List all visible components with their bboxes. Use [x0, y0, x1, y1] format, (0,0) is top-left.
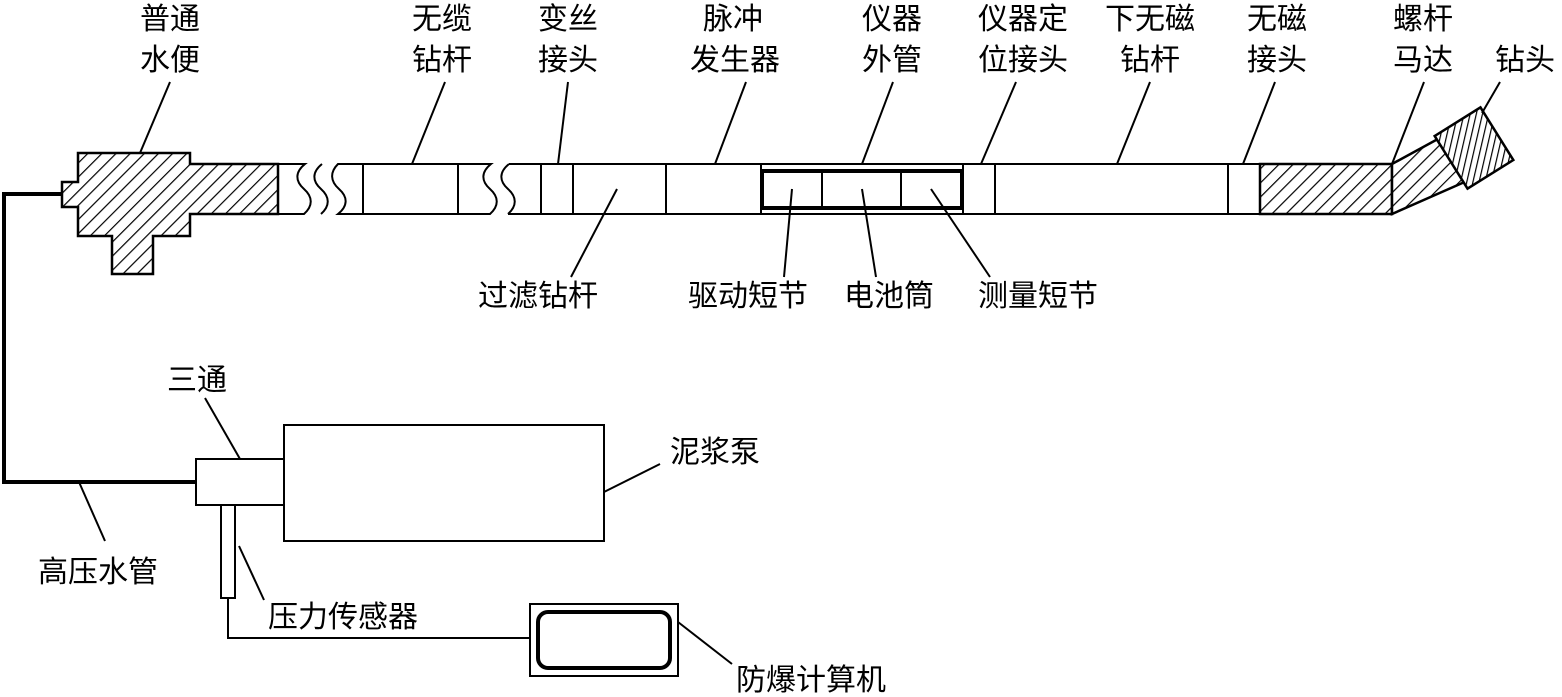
- label-water-swivel-1: 普通: [140, 2, 200, 37]
- label-locating-sub-2: 位接头: [978, 43, 1068, 78]
- ex-proof-computer-screen: [536, 610, 672, 670]
- leader-water-swivel: [139, 81, 171, 154]
- cableless-drill-rod: [331, 163, 498, 215]
- label-battery-tube: 电池筒: [844, 279, 934, 314]
- sensor-cable: [227, 598, 532, 639]
- leader-hp-hose: [78, 481, 106, 542]
- label-measure-sub: 测量短节: [978, 279, 1098, 314]
- label-hp-hose: 高压水管: [38, 555, 158, 590]
- leader-mud-pump: [603, 463, 661, 493]
- leader-measure-sub: [930, 188, 991, 278]
- label-instrument-tube-2: 外管: [862, 43, 922, 78]
- leader-tee: [204, 397, 241, 460]
- label-crossover-sub-2: 接头: [538, 43, 598, 78]
- label-screw-motor-2: 马达: [1393, 43, 1453, 78]
- leader-battery-tube: [861, 188, 877, 278]
- label-nonmag-sub-1: 无磁: [1247, 2, 1307, 37]
- leader-drill-bit: [1481, 81, 1501, 114]
- label-lower-nonmag-rod-1: 下无磁: [1105, 2, 1195, 37]
- label-water-swivel-2: 水便: [140, 43, 200, 78]
- leader-cableless-rod: [411, 81, 446, 165]
- label-drive-sub: 驱动短节: [688, 279, 808, 314]
- rod-break-1b: [313, 163, 329, 215]
- leader-nonmag-sub: [1242, 81, 1276, 165]
- label-crossover-sub-1: 变丝: [538, 2, 598, 37]
- label-locating-sub-1: 仪器定: [978, 2, 1068, 37]
- label-lower-nonmag-rod-2: 钻杆: [1120, 43, 1180, 78]
- tee-fitting: [195, 458, 285, 506]
- mud-pump: [283, 424, 605, 542]
- pressure-sensor: [220, 504, 236, 599]
- label-instrument-tube-1: 仪器: [862, 2, 922, 37]
- label-drill-bit: 钻头: [1495, 43, 1555, 78]
- leader-screw-motor: [1391, 81, 1425, 165]
- leader-pressure-sensor: [238, 545, 265, 601]
- label-nonmag-sub-2: 接头: [1247, 43, 1307, 78]
- rod-break-1: [278, 163, 312, 215]
- screw-motor: [1258, 162, 1394, 216]
- leader-crossover-sub: [557, 81, 569, 165]
- label-ex-computer: 防爆计算机: [736, 663, 886, 697]
- label-pulse-generator-1: 脉冲: [703, 2, 763, 37]
- high-pressure-hose: [2, 192, 196, 484]
- label-filter-rod: 过滤钻杆: [478, 279, 598, 314]
- leader-lower-nonmag-rod: [1116, 81, 1151, 165]
- label-mud-pump: 泥浆泵: [670, 435, 760, 470]
- leader-locating-sub: [980, 81, 1017, 165]
- leader-instrument-tube: [861, 81, 894, 165]
- label-cableless-rod-1: 无缆: [412, 2, 472, 37]
- label-tee: 三通: [167, 363, 227, 398]
- drill-bit: [1432, 105, 1516, 191]
- rod-break-2: [500, 163, 516, 215]
- leader-ex-computer: [677, 621, 733, 665]
- label-screw-motor-1: 螺杆: [1393, 2, 1453, 37]
- leader-drive-sub: [783, 188, 793, 278]
- leader-pulse-generator: [714, 81, 747, 165]
- label-cableless-rod-2: 钻杆: [412, 43, 472, 78]
- water-swivel: [60, 151, 280, 276]
- label-pressure-sensor: 压力传感器: [268, 600, 418, 635]
- label-pulse-generator-2: 发生器: [690, 43, 780, 78]
- leader-filter-rod: [570, 188, 618, 278]
